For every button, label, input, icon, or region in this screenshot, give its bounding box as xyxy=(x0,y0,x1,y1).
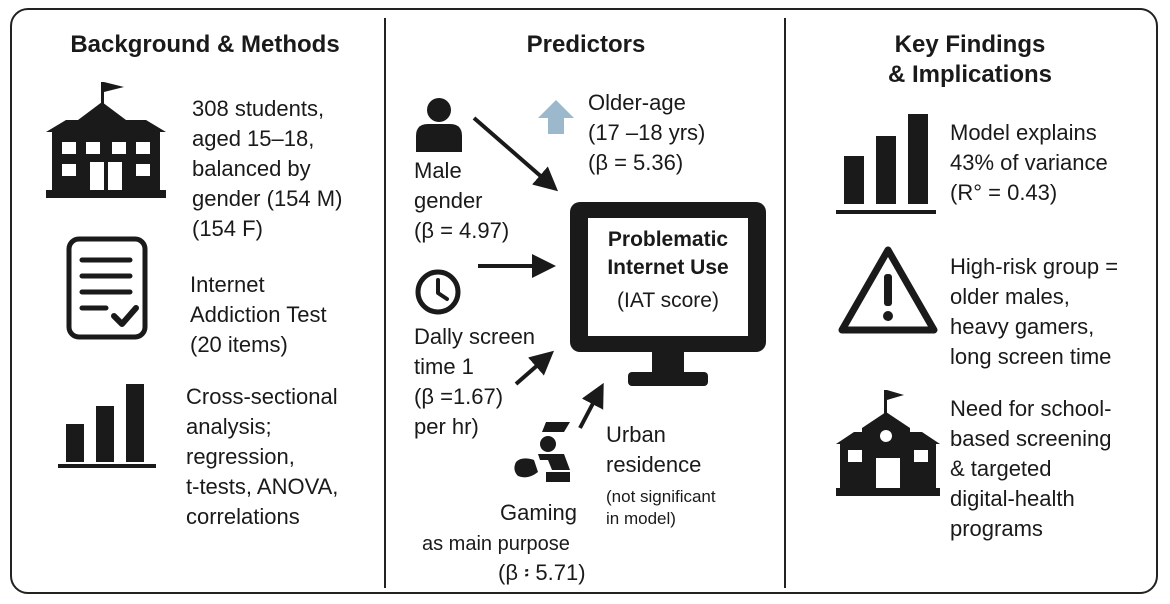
column-divider-right xyxy=(784,18,786,588)
person-icon xyxy=(416,98,462,152)
monitor-icon xyxy=(570,202,766,386)
predictors-heading: Predictors xyxy=(526,31,646,58)
up-arrow-icon xyxy=(538,100,574,134)
arrow-screen-time-low-to-outcome xyxy=(514,350,555,386)
gaming-subtitle: as main purpose xyxy=(422,533,570,555)
urban-residence-predictor: Urban residence xyxy=(606,422,702,477)
methods-description: Cross-sectional analysis; regression, t-… xyxy=(186,384,339,529)
sample-description: 308 students, aged 15–18, balanced by ge… xyxy=(192,96,343,241)
clock-icon xyxy=(415,269,461,315)
bar-chart-icon xyxy=(836,114,936,214)
outcome-title: Problematic Internet Use xyxy=(607,228,729,279)
school-building-icon xyxy=(836,390,940,496)
background-heading: Background & Methods xyxy=(70,31,340,58)
male-gender-predictor: Male gender (β = 4.97) xyxy=(414,158,510,243)
implication-finding: Need for school- based screening & targe… xyxy=(950,396,1112,541)
arrow-gaming-to-outcome xyxy=(578,382,604,429)
bar-chart-icon xyxy=(58,384,156,468)
high-risk-finding: High-risk group = older males, heavy gam… xyxy=(950,254,1119,369)
outcome-subtitle: (IAT score) xyxy=(617,289,719,312)
gamer-icon xyxy=(514,422,570,482)
variance-finding: Model explains 43% of variance (R° = 0.4… xyxy=(950,120,1108,205)
urban-residence-note: (not significant in model) xyxy=(606,487,716,528)
gaming-beta: (β ፡ 5.71) xyxy=(498,560,586,585)
findings-heading: Key Findings & Implications xyxy=(887,31,1053,88)
column-divider-left xyxy=(384,18,386,588)
instrument-description: Internet Addiction Test (20 items) xyxy=(190,272,327,357)
school-building-icon xyxy=(46,82,166,198)
screen-time-predictor: Dally screen time 1 (β =1.67) per hr) xyxy=(414,324,536,439)
arrow-gender-to-outcome xyxy=(472,116,559,192)
gaming-label: Gaming xyxy=(500,500,578,525)
checklist-document-icon xyxy=(66,236,148,340)
older-age-predictor: Older-age (17 –18 yrs) (β = 5.36) xyxy=(588,90,706,175)
warning-icon xyxy=(838,246,938,334)
